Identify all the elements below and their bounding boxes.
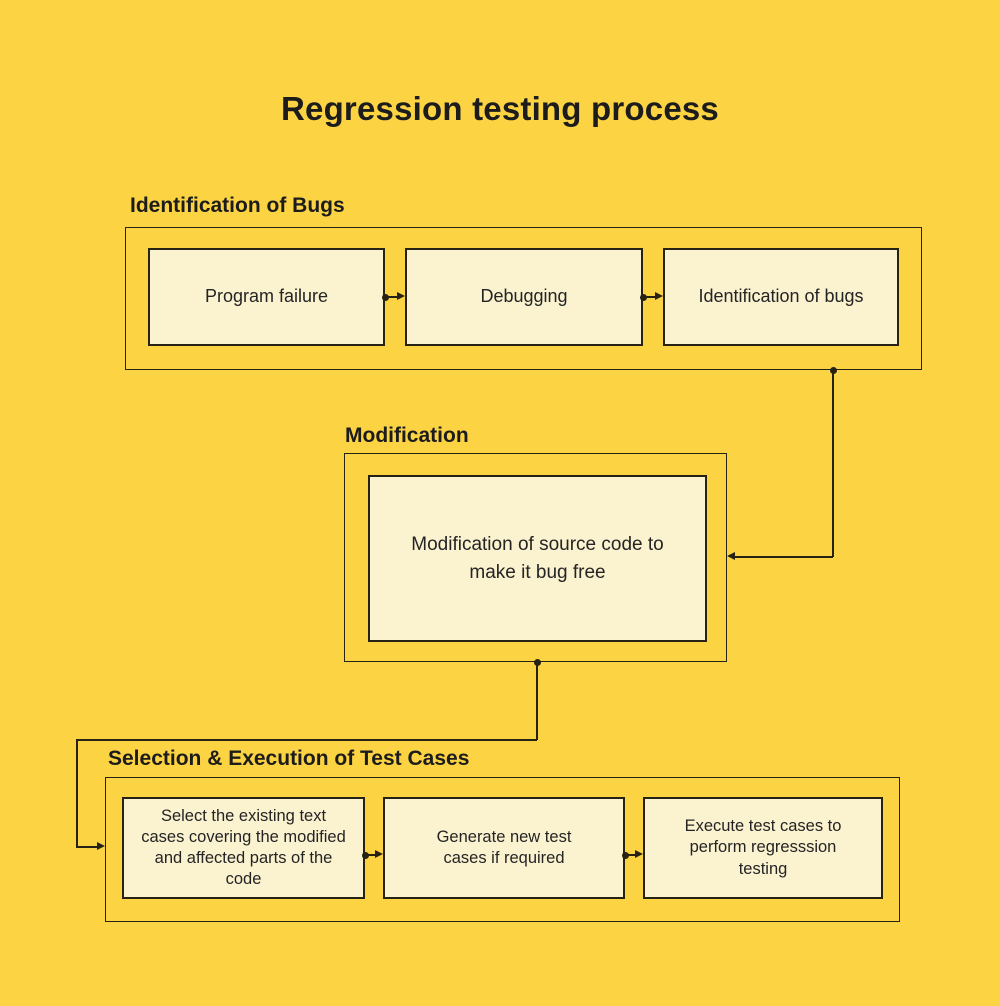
connector-segment <box>385 296 399 298</box>
node-label: Program failure <box>204 286 329 307</box>
node-program-failure: Program failure <box>148 248 385 346</box>
node-select-existing-test-cases: Select the existing text cases covering … <box>122 797 365 899</box>
node-label: Identification of bugs <box>698 286 864 307</box>
connector-segment <box>643 296 657 298</box>
section-container-identification-of-bugs <box>125 227 922 370</box>
arrowhead-right-icon <box>375 850 383 858</box>
node-label: Modification of source code to make it b… <box>411 533 664 583</box>
diagram-title: Regression testing process <box>280 90 719 127</box>
node-identification-of-bugs: Identification of bugs <box>663 248 899 346</box>
section-heading-modification: Modification <box>345 424 469 447</box>
connector-segment <box>76 846 99 848</box>
arrowhead-right-icon <box>635 850 643 858</box>
node-label: Debugging <box>480 286 568 307</box>
node-label: Generate new test cases if required <box>436 827 572 867</box>
arrowhead-left-icon <box>727 552 735 560</box>
connector-segment <box>76 739 78 848</box>
arrowhead-right-icon <box>397 292 405 300</box>
connector-segment <box>365 854 377 856</box>
section-heading-selection-execution: Selection & Execution of Test Cases <box>108 747 470 770</box>
section-container-selection-execution <box>105 777 900 922</box>
node-generate-new-test-cases: Generate new test cases if required <box>383 797 625 899</box>
section-heading-identification-of-bugs: Identification of Bugs <box>130 194 345 217</box>
connector-segment <box>733 556 833 558</box>
connector-segment <box>625 854 637 856</box>
connector-segment <box>76 739 537 741</box>
node-label: Execute test cases to perform regresssio… <box>684 817 842 878</box>
arrowhead-right-icon <box>97 842 105 850</box>
arrowhead-right-icon <box>655 292 663 300</box>
connector-segment <box>536 662 538 740</box>
node-label: Select the existing text cases covering … <box>141 806 346 889</box>
node-execute-test-cases: Execute test cases to perform regresssio… <box>643 797 883 899</box>
connector-segment <box>832 370 834 557</box>
node-modification-of-source-code: Modification of source code to make it b… <box>368 475 707 642</box>
node-debugging: Debugging <box>405 248 643 346</box>
